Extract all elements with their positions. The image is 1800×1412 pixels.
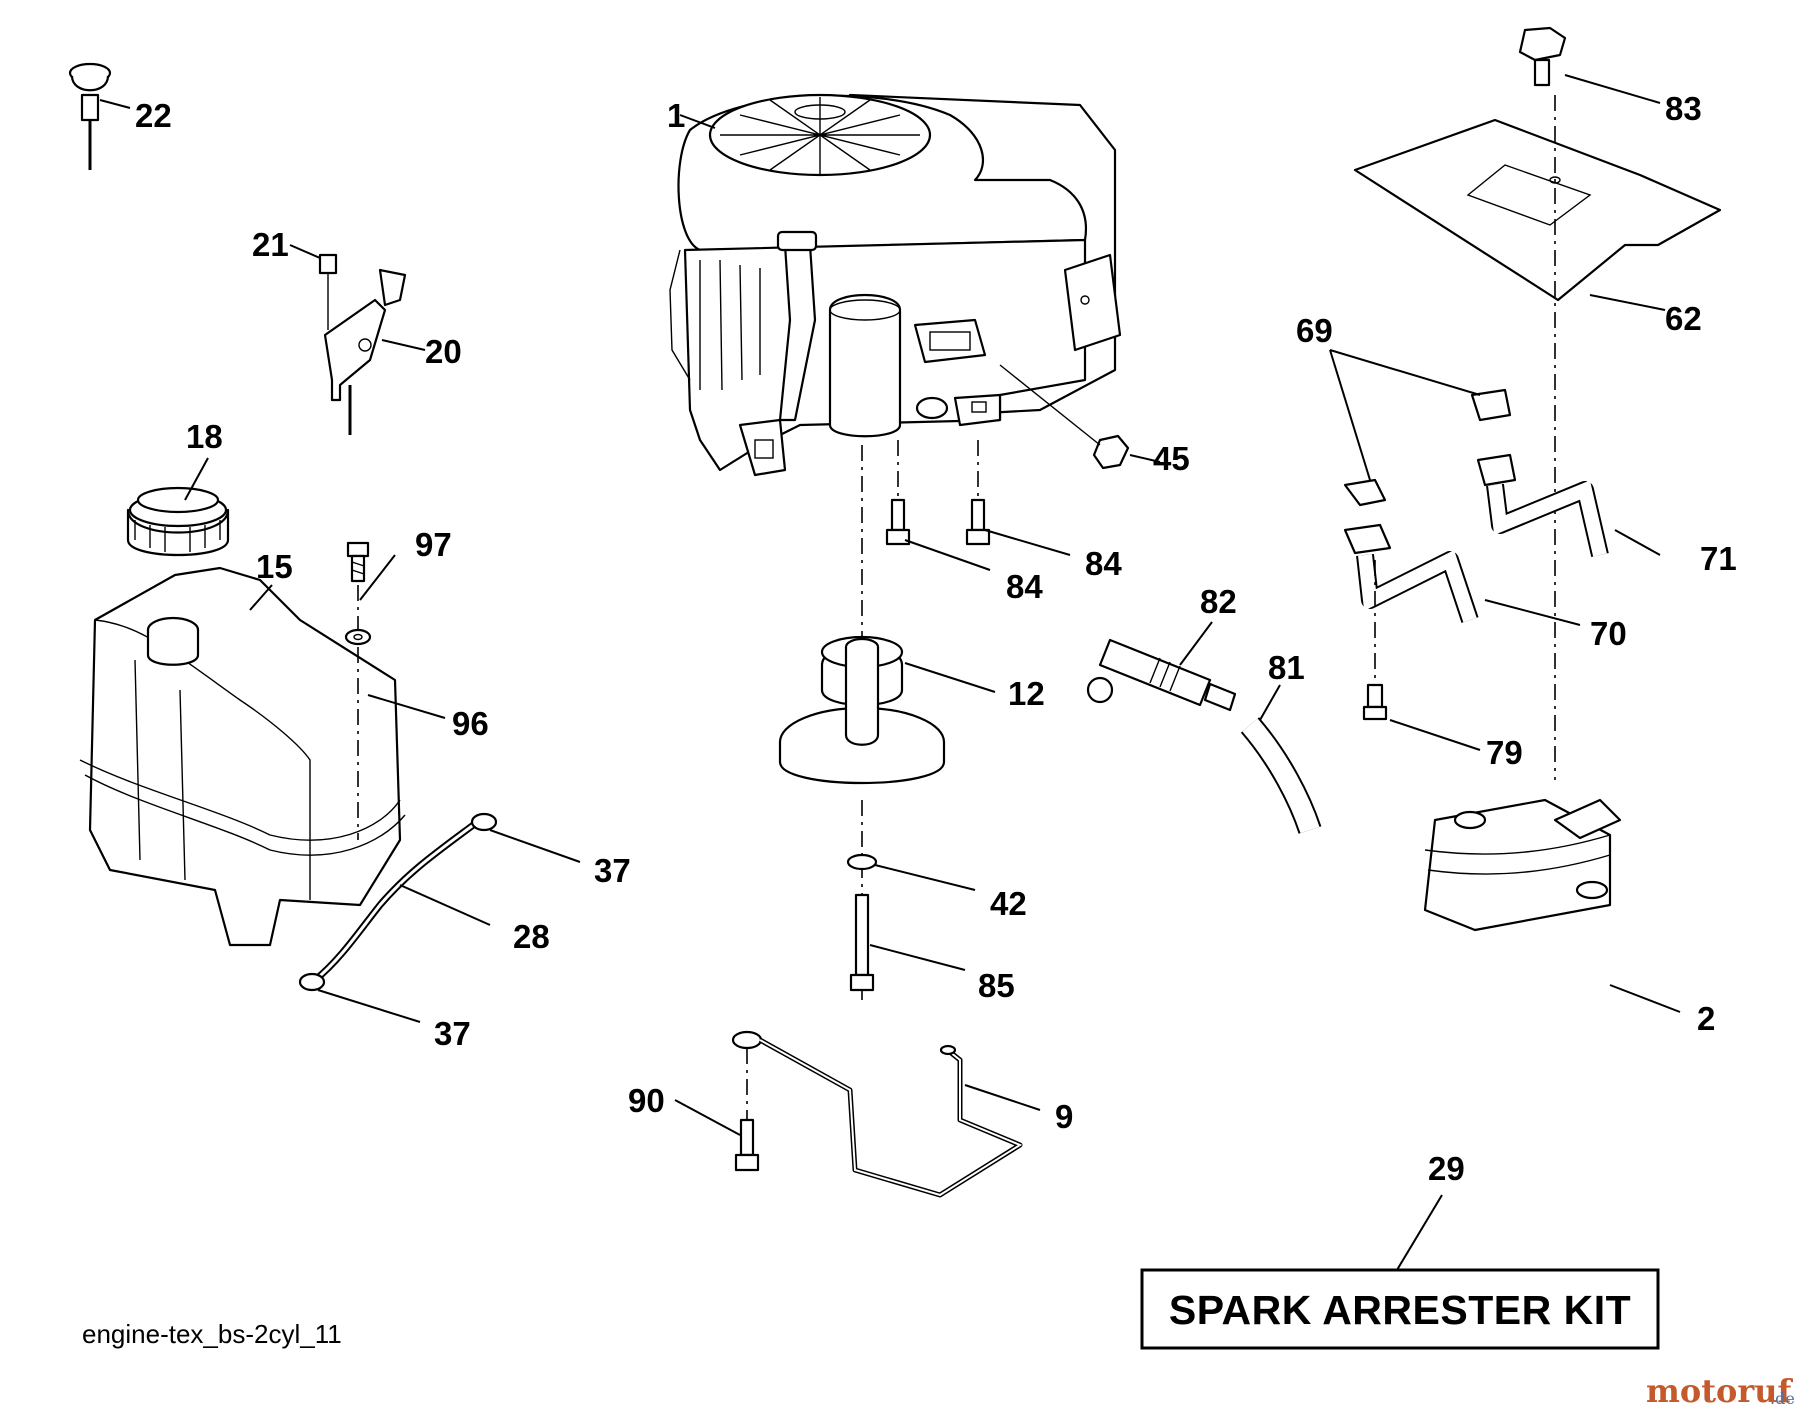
- part-label-20: 20: [425, 333, 462, 370]
- part-label-97: 97: [415, 526, 452, 563]
- spark-arrester-kit-label: SPARK ARRESTER KIT: [1169, 1287, 1631, 1333]
- part-label-42: 42: [990, 885, 1027, 922]
- watermark-logo: motoruf .de: [1646, 1372, 1795, 1410]
- part-label-96: 96: [452, 705, 489, 742]
- pulley-illustration: [778, 445, 946, 1000]
- part-label-71: 71: [1700, 540, 1737, 577]
- rod-illustration: [731, 1030, 1023, 1198]
- muffler-illustration: [1423, 798, 1622, 932]
- part-label-84a: 84: [1006, 568, 1043, 605]
- part-label-22: 22: [135, 97, 172, 134]
- part-number-labels: 22 21 20 18 15 97 96 37 28 37 1 84 84 12…: [135, 90, 1737, 1187]
- heat-shield-illustration: [1353, 26, 1722, 780]
- svg-text:motoruf: motoruf: [1646, 1372, 1793, 1410]
- part-label-9: 9: [1055, 1098, 1073, 1135]
- part-label-29: 29: [1428, 1150, 1465, 1187]
- engine-illustration: [669, 93, 1122, 477]
- choke-knob-illustration: [68, 62, 112, 170]
- fuel-tank-illustration: [79, 566, 406, 947]
- throttle-bracket-illustration: [318, 253, 407, 435]
- part-label-70: 70: [1590, 615, 1627, 652]
- exhaust-pipes-illustration: [1343, 388, 1609, 721]
- bolt-97-illustration: [344, 541, 372, 840]
- part-label-1: 1: [667, 97, 685, 134]
- part-label-62: 62: [1665, 300, 1702, 337]
- part-label-28: 28: [513, 918, 550, 955]
- spark-arrester-kit-box: SPARK ARRESTER KIT: [1140, 1268, 1660, 1350]
- part-label-85: 85: [978, 967, 1015, 1004]
- part-label-83: 83: [1665, 90, 1702, 127]
- part-label-15: 15: [256, 548, 293, 585]
- leader-lines: [99, 74, 1681, 1271]
- engine-bolts-illustration: [885, 440, 991, 546]
- drawing-code: engine-tex_bs-2cyl_11: [82, 1319, 342, 1349]
- part-label-84b: 84: [1085, 545, 1122, 582]
- part-label-82: 82: [1200, 583, 1237, 620]
- part-label-37b: 37: [434, 1015, 471, 1052]
- fuel-hose-illustration: [298, 812, 498, 992]
- part-label-2: 2: [1697, 1000, 1715, 1037]
- part-label-69: 69: [1296, 312, 1333, 349]
- part-label-18: 18: [186, 418, 223, 455]
- part-label-79: 79: [1486, 734, 1523, 771]
- fuel-filter-illustration: [1086, 638, 1322, 834]
- part-label-90: 90: [628, 1082, 665, 1119]
- part-label-37a: 37: [594, 852, 631, 889]
- fuel-cap-illustration: [126, 486, 230, 557]
- part-label-45: 45: [1153, 440, 1190, 477]
- svg-text:.de: .de: [1770, 1389, 1795, 1408]
- nut-45-illustration: [999, 364, 1130, 470]
- part-label-12: 12: [1008, 675, 1045, 712]
- part-label-81: 81: [1268, 649, 1305, 686]
- part-label-21: 21: [252, 226, 289, 263]
